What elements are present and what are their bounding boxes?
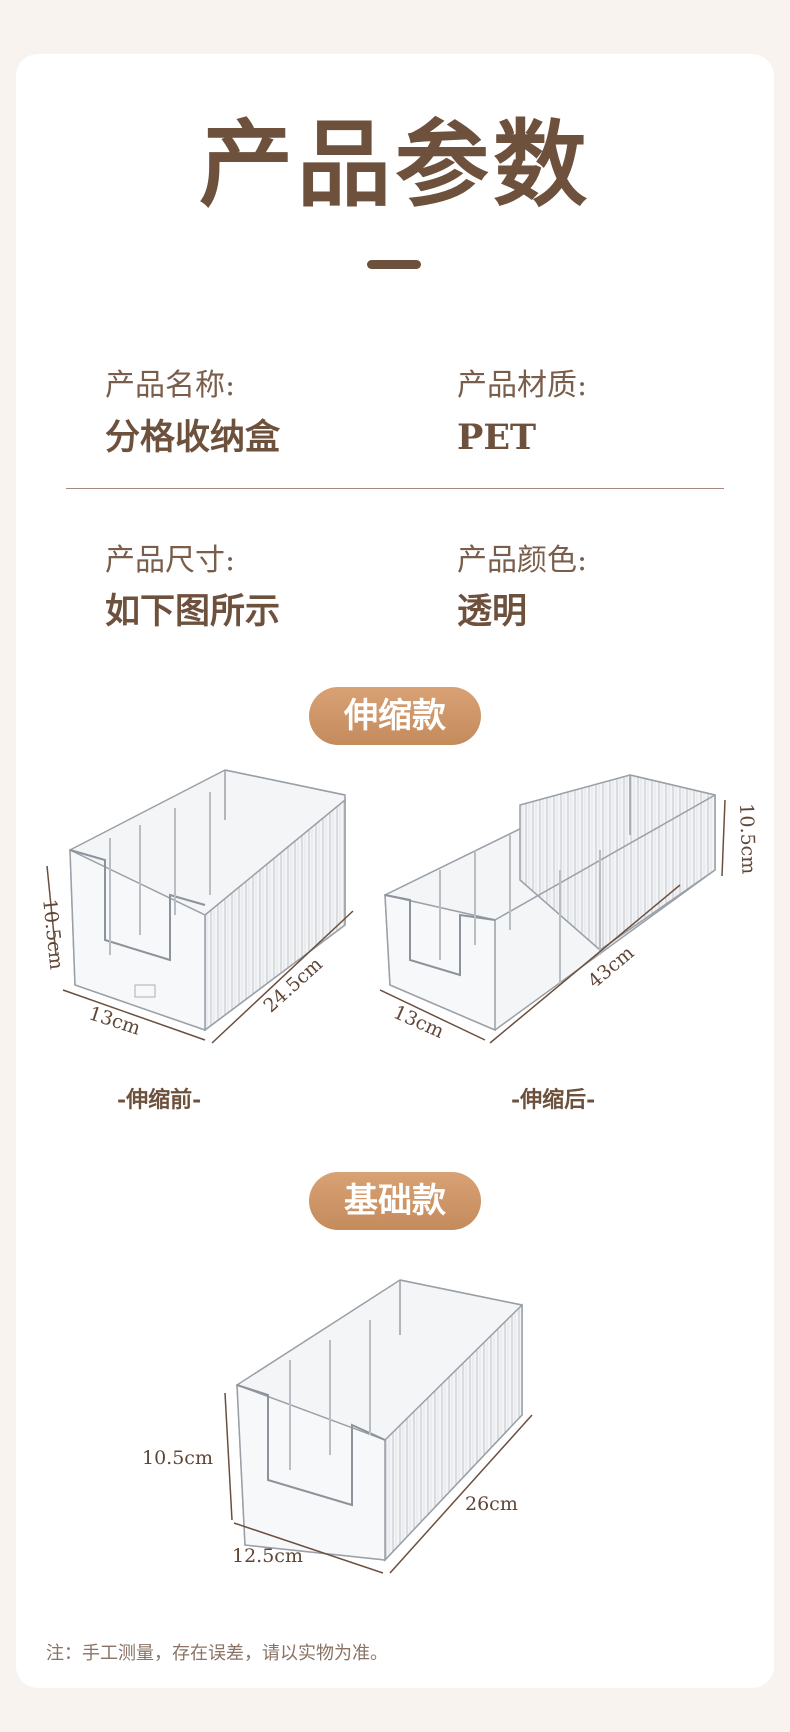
product-material-value: PET: [457, 417, 537, 458]
dim-line-height-before: [46, 865, 57, 956]
product-size-value: 如下图所示: [105, 591, 281, 632]
product-material-label: 产品材质:: [457, 368, 588, 403]
caption-before: -伸缩前-: [117, 1087, 202, 1113]
dim-line-length-after: [489, 884, 681, 1044]
dim-line-width-basic: [233, 1522, 384, 1574]
dim-line-height-after: [721, 799, 726, 877]
dim-height-after: 10.5cm: [735, 802, 760, 875]
dim-line-width-after: [379, 989, 486, 1041]
box-basic-illustration: [236, 1279, 523, 1562]
dim-length-basic: 26cm: [465, 1493, 518, 1515]
caption-after: -伸缩后-: [511, 1087, 596, 1113]
box-after-illustration: [384, 774, 716, 1032]
measurement-note: 注：手工测量，存在误差，请以实物为准。: [46, 1643, 388, 1664]
dim-line-length-basic: [389, 1414, 533, 1574]
product-color-value: 透明: [457, 591, 528, 632]
dim-line-height-basic: [224, 1392, 233, 1521]
dim-line-width-before: [62, 989, 206, 1041]
dim-width-basic: 12.5cm: [232, 1545, 303, 1567]
spec-divider: [66, 488, 724, 489]
title-underline: [367, 260, 421, 269]
dim-height-basic: 10.5cm: [142, 1447, 213, 1469]
telescopic-badge: 伸缩款: [309, 687, 481, 745]
page-title: 产品参数: [198, 110, 591, 220]
basic-badge: 基础款: [309, 1172, 481, 1230]
product-name-label: 产品名称:: [105, 368, 236, 403]
box-before-illustration: [69, 769, 346, 1032]
product-name-value: 分格收纳盒: [105, 417, 281, 458]
product-size-label: 产品尺寸:: [105, 543, 236, 578]
dim-line-length-before: [211, 910, 354, 1044]
product-color-label: 产品颜色:: [457, 543, 588, 578]
